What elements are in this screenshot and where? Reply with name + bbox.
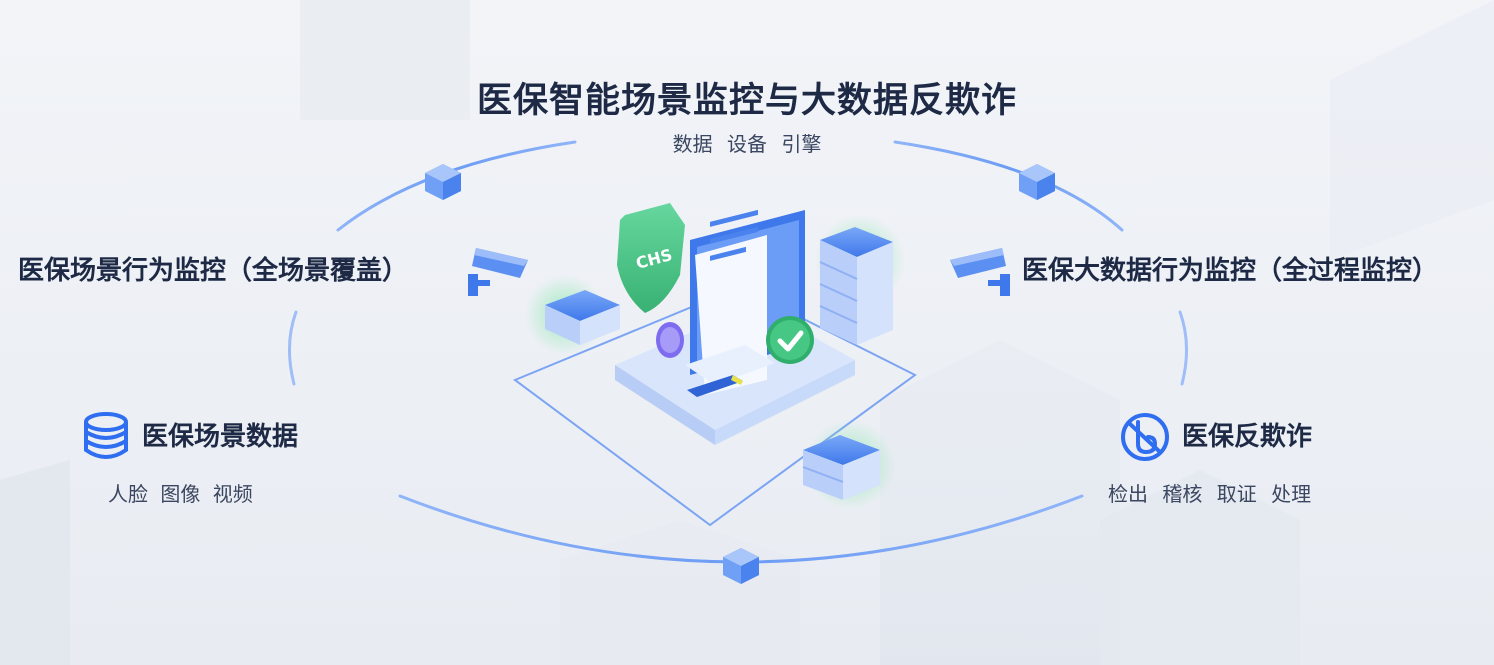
- label-scene-data: 医保场景数据: [142, 422, 299, 452]
- label-anti-fraud-sub: 检出 稽核 取证 处理: [1108, 482, 1312, 506]
- label-anti-fraud: 医保反欺诈: [1182, 422, 1313, 452]
- server-icon-bottom: [802, 435, 880, 500]
- label-bigdata-monitoring: 医保大数据行为监控（全过程监控）: [1022, 256, 1439, 286]
- database-icon: [84, 412, 128, 459]
- camera-icon-right: [950, 248, 1010, 296]
- central-illustration: CHS: [512, 203, 917, 527]
- camera-icon-left: [468, 248, 528, 296]
- label-scene-data-sub: 人脸 图像 视频: [108, 482, 253, 506]
- diagram-subtitle: 数据 设备 引擎: [672, 132, 822, 156]
- server-icon-right: [819, 227, 893, 345]
- diagram-title: 医保智能场景监控与大数据反欺诈: [476, 81, 1017, 121]
- cube-icon-top-left: [425, 164, 461, 200]
- cube-icon-bottom: [723, 548, 759, 584]
- label-scene-monitoring: 医保场景行为监控（全场景覆盖）: [18, 256, 409, 286]
- anti-fraud-icon: [1121, 413, 1169, 461]
- cube-icon-top-right: [1019, 164, 1055, 200]
- server-icon-left: [545, 290, 620, 345]
